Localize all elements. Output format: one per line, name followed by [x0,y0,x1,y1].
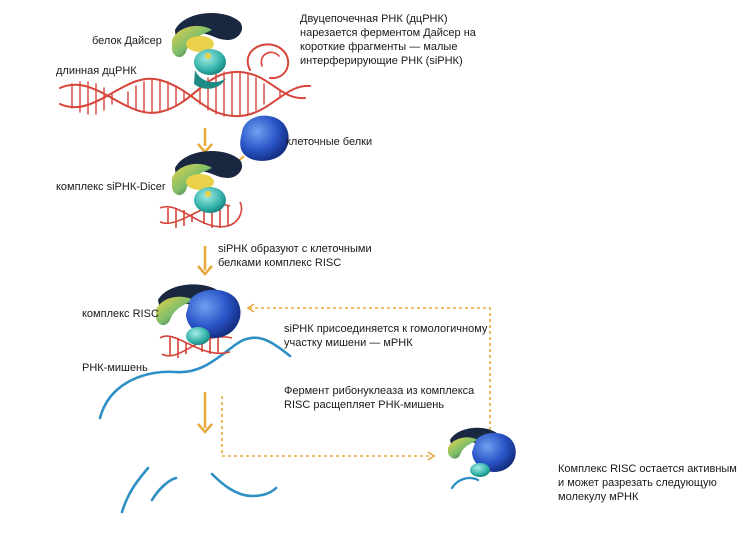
arrow-step1-down [197,128,213,154]
step4-line2: RISC расщепляет РНК-мишень [284,399,445,411]
arrow-step3-down [197,392,213,434]
risc-complex-2 [448,427,516,490]
step2-description: siРНК образуют с клеточными белками комп… [218,242,372,270]
label-sirna-dicer-complex: комплекс siРНК-Dicer [56,181,166,193]
arrow-to-recycled-risc [427,451,436,461]
label-risc-complex: комплекс RISC [82,308,159,320]
step5-line3: молекулу мРНК [558,491,639,503]
arrow-step2-down [197,246,213,276]
cleaved-rna-fragments [120,466,278,514]
step5-line2: и может разрезать следующую [558,477,717,489]
step1-line3: короткие фрагменты — малые [300,41,458,53]
step1-description: Двуцепочечная РНК (дцРНК) нарезается фер… [300,12,476,68]
dotted-recycle-path [221,307,491,457]
step4-description: Фермент рибонуклеаза из комплекса RISC р… [284,384,474,412]
label-target-rna: РНК-мишень [82,362,148,374]
sirna-dicer-complex [159,150,243,228]
target-mrna-strand [98,336,292,420]
step5-line1: Комплекс RISC остается активным [558,463,737,475]
dicer-protein-1 [172,12,243,89]
arrow-back-to-risc [246,303,255,313]
step4-line1: Фермент рибонуклеаза из комплекса [284,385,475,397]
step2-line1: siРНК образуют с клеточными [218,243,372,255]
label-dicer-protein: белок Дайсер [92,35,162,47]
risc-complex-1 [156,284,241,358]
long-dsrna-helix [59,43,311,118]
label-long-dsrna: длинная дцРНК [56,65,137,77]
step3-line1: siРНК присоединяется к гомологичному [284,323,488,335]
step1-line1: Двуцепочечная РНК (дцРНК) [300,13,448,25]
step1-line2: нарезается ферментом Дайсер на [300,27,476,39]
step3-description: siРНК присоединяется к гомологичному уча… [284,322,487,350]
step3-line2: участку мишени — мРНК [284,337,413,349]
step5-description: Комплекс RISC остается активным и может … [558,462,737,504]
step1-line4: интерферирующие РНК (siРНК) [300,55,463,67]
label-cell-proteins: клеточные белки [286,136,373,148]
cell-protein-blob [240,115,289,161]
step2-line2: белками комплекс RISC [218,257,342,269]
